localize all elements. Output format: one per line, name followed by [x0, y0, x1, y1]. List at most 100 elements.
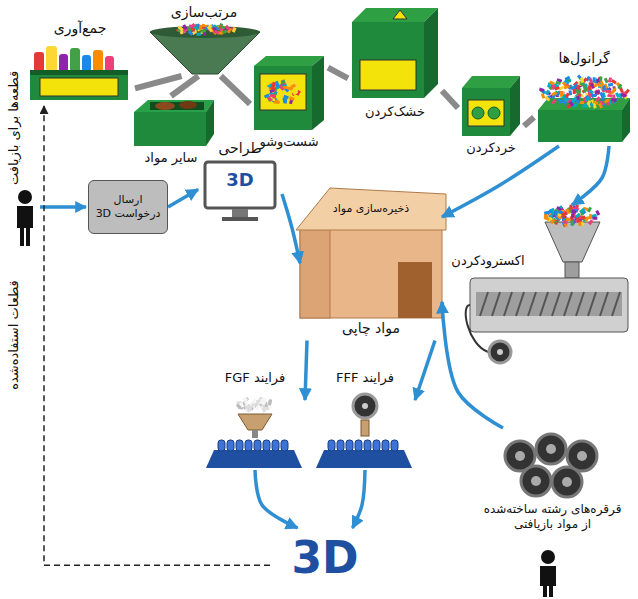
side-label: قطعه‌ها برای بازیافت [6, 71, 22, 185]
extruder-station: اکسترودکردن [448, 205, 632, 345]
granule-pile [565, 93, 570, 99]
granule-pile [551, 99, 556, 105]
printed-layers [245, 440, 252, 451]
conveyor-belt [221, 76, 250, 104]
granule-pile [544, 211, 550, 215]
granule-pile [560, 91, 563, 96]
granule-pile [611, 98, 617, 102]
process-station: خشک‌کردن [348, 4, 442, 128]
other-materials-bin [134, 112, 206, 146]
granule-pile [604, 99, 610, 104]
sorting-hopper [150, 26, 260, 74]
printed-layers [263, 440, 270, 451]
warehouse [300, 228, 330, 318]
person-icon [17, 206, 33, 246]
granule-pile [545, 90, 550, 96]
request-arrow [40, 205, 86, 209]
granule-pile [270, 94, 275, 98]
printed-layers [236, 440, 243, 451]
granule-pile [575, 213, 581, 218]
shredding-machine [472, 107, 484, 119]
printed-layers [364, 440, 371, 451]
granule-pile [544, 205, 601, 228]
flow-arrow [168, 190, 198, 208]
granule-pile [589, 214, 593, 219]
design-monitor: طراحی3D [198, 140, 282, 230]
warehouse [296, 188, 446, 230]
granule-pile [575, 89, 580, 95]
fff-printer [316, 450, 412, 468]
granule-pile [208, 27, 213, 33]
collection-machine [93, 50, 103, 72]
printer-process: فرایند FFF [315, 370, 415, 470]
extruder [545, 222, 600, 262]
node-label: قرقره‌های رشته ساخته‌شده از مواد بازیافت… [478, 502, 628, 532]
extruder [466, 222, 628, 363]
granule-pile [570, 220, 575, 226]
filament-spools [515, 451, 525, 461]
printed-layers [391, 440, 398, 451]
monitor [205, 162, 275, 221]
granule-pile [286, 82, 291, 88]
granule-pile [606, 87, 612, 93]
extruder [497, 349, 503, 355]
granule-pile [199, 25, 203, 30]
collection-machine [34, 52, 44, 72]
other-materials-bin [134, 100, 214, 112]
sorting-hopper [150, 26, 260, 38]
node-label: اکسترودکردن [451, 253, 524, 269]
granule-pile [622, 93, 628, 98]
shredding-machine [510, 76, 520, 136]
drying-machine [352, 8, 438, 98]
granule-pile [539, 74, 630, 108]
granule-pile [274, 100, 279, 103]
node-label: ارسال درخواست 3D [92, 193, 164, 221]
washing-machine [312, 56, 324, 130]
node-label: مواد چاپی [342, 320, 400, 338]
granule-pile [585, 96, 591, 101]
granule-pile [592, 217, 597, 220]
granule-pile [555, 81, 561, 85]
granule-pile [232, 27, 237, 33]
printed-layers [254, 440, 261, 451]
granule-pile [242, 397, 248, 402]
granule-pile [597, 82, 602, 88]
filament-spools [521, 466, 551, 496]
granule-pile [554, 211, 557, 216]
fgf-printer [252, 430, 258, 438]
filament-spools [531, 476, 541, 486]
person-icon [541, 550, 555, 564]
granule-pile [563, 97, 569, 101]
granule-pile [275, 81, 279, 87]
filament-spools [577, 451, 587, 461]
process-station: شست‌وشو [250, 52, 328, 156]
collection-machine [30, 46, 128, 100]
granule-pile [268, 399, 272, 405]
granule-pile [575, 217, 580, 223]
granule-pile [559, 91, 564, 97]
granule-pile [189, 25, 194, 28]
granule-pile [565, 76, 571, 81]
request-box: ارسال درخواست 3D [88, 180, 168, 234]
other-materials-bin [134, 100, 214, 146]
granule-pile [575, 99, 581, 104]
other-materials-bin [150, 102, 204, 110]
printed-layers [382, 440, 389, 451]
granule-pile [606, 89, 611, 93]
return-loop [44, 106, 270, 565]
node-label: ذخیره‌سازی مواد [333, 202, 409, 216]
granule-container [538, 110, 622, 142]
printed-layers [346, 440, 353, 451]
flow-arrow [572, 146, 609, 205]
granule-pile [236, 397, 272, 414]
granule-pile [214, 30, 220, 35]
granule-pile [604, 78, 609, 84]
node-label: مرتب‌سازی [171, 4, 238, 22]
monitor [222, 217, 258, 221]
granule-pile [264, 93, 270, 98]
granule-pile [606, 87, 612, 93]
granule-pile [571, 212, 575, 217]
other-materials-bin [179, 101, 197, 109]
node-label: 3D [291, 530, 358, 585]
granule-container [538, 98, 630, 142]
